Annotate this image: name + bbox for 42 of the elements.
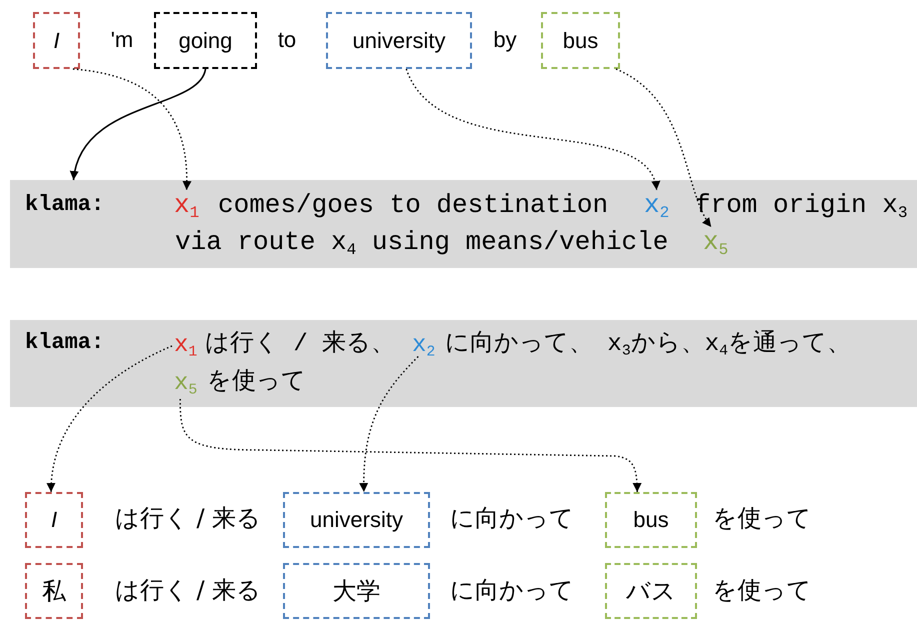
word-box: university bbox=[326, 12, 472, 69]
definition-text: via route x$_{4}$ using means/vehicle bbox=[175, 227, 668, 257]
definition-text: from origin x$_{3}$ bbox=[695, 190, 908, 220]
variable-label: x$_{5}$ bbox=[172, 369, 200, 399]
word-box: I bbox=[33, 12, 80, 69]
entry-word: klama: bbox=[25, 329, 104, 357]
word-box: university bbox=[283, 492, 430, 548]
word-box: bus bbox=[541, 12, 620, 69]
definition-text: に向かって、 x$_{3}$から、x$_{4}$を通って、 bbox=[445, 330, 852, 360]
definition-text: を使って bbox=[207, 368, 306, 398]
definition-band bbox=[10, 180, 917, 268]
definition-band bbox=[10, 320, 917, 407]
word-text: に向かって bbox=[450, 503, 574, 533]
entry-word: klama: bbox=[25, 191, 104, 219]
word-box: バス bbox=[605, 563, 697, 619]
variable-label: x$_{5}$ bbox=[701, 227, 730, 257]
word-text: に向かって bbox=[450, 575, 574, 605]
variable-label: x$_{1}$ bbox=[172, 331, 200, 361]
arrow bbox=[180, 399, 642, 492]
arrow bbox=[70, 68, 206, 180]
word-box: 私 bbox=[25, 563, 83, 619]
arrow bbox=[72, 68, 192, 190]
arrow bbox=[406, 68, 658, 190]
arrow bbox=[47, 345, 172, 492]
arrow bbox=[359, 356, 419, 492]
word-box: 大学 bbox=[283, 563, 430, 619]
word-box: I bbox=[25, 492, 83, 548]
word-text: by bbox=[493, 27, 517, 53]
word-text: 'm bbox=[110, 27, 134, 53]
word-box: bus bbox=[605, 492, 697, 548]
word-text: を使って bbox=[712, 575, 812, 605]
variable-label: x$_{2}$ bbox=[642, 190, 672, 220]
word-text: は行く / 来る bbox=[114, 575, 262, 605]
word-text: は行く / 来る bbox=[114, 503, 262, 533]
definition-text: は行く / 来る、 bbox=[205, 330, 396, 360]
variable-label: x$_{1}$ bbox=[172, 190, 202, 220]
arrow bbox=[616, 68, 712, 228]
word-box: going bbox=[154, 12, 257, 69]
word-text: to bbox=[278, 27, 296, 53]
variable-label: x$_{2}$ bbox=[410, 331, 438, 361]
word-text: を使って bbox=[712, 503, 812, 533]
definition-text: comes/goes to destination bbox=[218, 190, 608, 220]
